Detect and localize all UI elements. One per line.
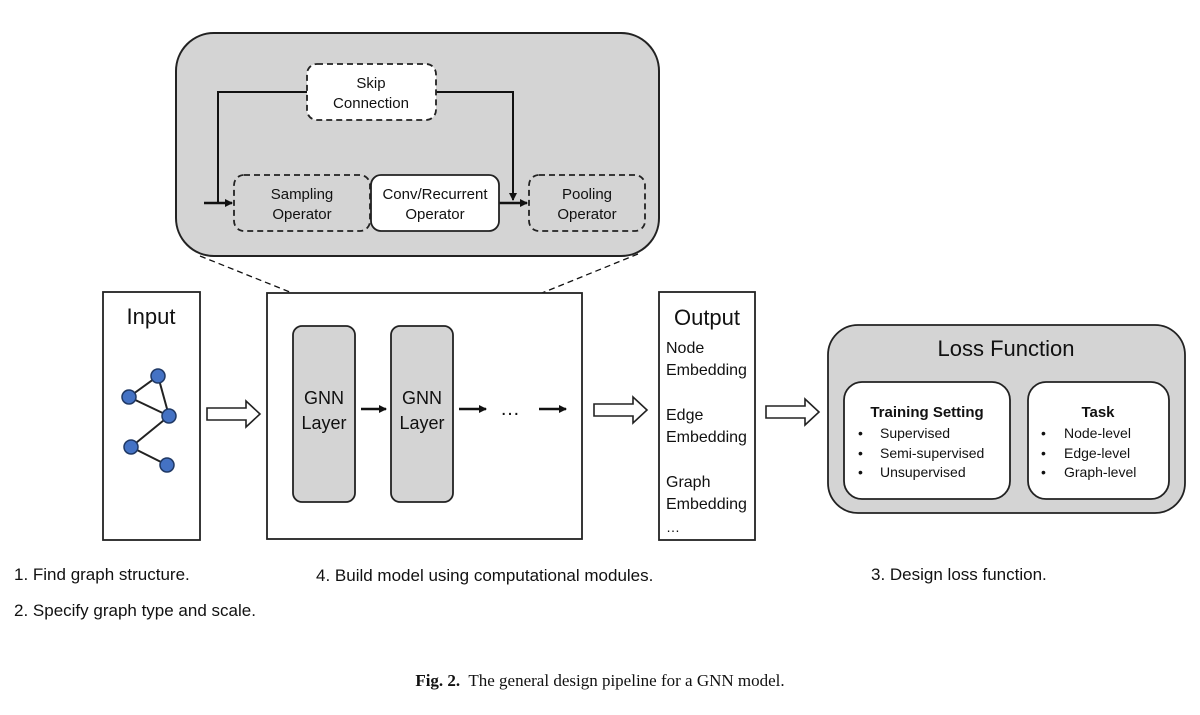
task-box: Task • Node-level • Edge-level • Graph-l… — [1027, 381, 1170, 500]
sampling-operator-label-1: Sampling — [271, 186, 334, 203]
loss-function-box: Loss Function Training Setting • Supervi… — [827, 324, 1186, 514]
model-box: GNN Layer GNN Layer … — [266, 292, 583, 540]
task-item: Node-level — [1064, 425, 1131, 441]
figure-caption-text: The general design pipeline for a GNN mo… — [468, 671, 785, 690]
bullet: • — [1041, 464, 1046, 480]
graph-node — [161, 408, 177, 424]
training-setting-item: Semi-supervised — [880, 445, 984, 461]
skip-connection-path-left — [217, 91, 307, 202]
bullet: • — [858, 445, 863, 461]
module-panel: Skip Connection Sampling Operator Conv/R… — [175, 32, 660, 257]
conv-recurrent-operator-box: Conv/Recurrent Operator — [370, 174, 500, 232]
figure-label: Fig. 2. — [415, 671, 461, 690]
hollow-arrow-input-to-model — [206, 399, 262, 429]
bullet: • — [858, 425, 863, 441]
input-graph-icon — [121, 368, 177, 473]
graph-node — [123, 439, 139, 455]
gnn-layer-1-label-1: GNN — [304, 388, 344, 408]
graph-node — [159, 457, 175, 473]
gnn-layer-1-label-2: Layer — [301, 413, 346, 433]
output-title: Output — [674, 305, 740, 330]
conv-operator-label-2: Operator — [405, 206, 464, 223]
training-setting-item: Unsupervised — [880, 464, 966, 480]
gnn-layer-2: GNN Layer — [390, 325, 454, 503]
pooling-operator-label-1: Pooling — [562, 186, 612, 203]
output-item: Graph — [666, 474, 710, 491]
gnn-layer-2-label-1: GNN — [402, 388, 442, 408]
skip-connection-box: Skip Connection — [306, 63, 437, 121]
sampling-operator-label-2: Operator — [272, 206, 331, 223]
input-box: Input — [102, 291, 201, 541]
graph-node — [121, 389, 137, 405]
gnn-layer-2-label-2: Layer — [399, 413, 444, 433]
output-box: Output Node Embedding Edge Embedding Gra… — [658, 291, 756, 541]
training-setting-title: Training Setting — [870, 404, 983, 421]
hollow-arrow-output-to-loss — [765, 397, 821, 427]
step-3-caption: 3. Design loss function. — [871, 565, 1047, 584]
layer-ellipsis: … — [500, 398, 520, 420]
output-item: Embedding — [666, 496, 747, 513]
step-4-caption: 4. Build model using computational modul… — [316, 566, 654, 585]
output-item: Embedding — [666, 429, 747, 446]
training-setting-box: Training Setting • Supervised • Semi-sup… — [843, 381, 1011, 500]
task-item: Edge-level — [1064, 445, 1130, 461]
graph-node — [150, 368, 166, 384]
output-item: Node — [666, 340, 704, 357]
skip-connection-label-1: Skip — [356, 75, 385, 92]
output-item: Edge — [666, 407, 703, 424]
loss-function-title: Loss Function — [938, 336, 1075, 361]
conv-operator-label-1: Conv/Recurrent — [382, 186, 488, 203]
step-1-caption: 1. Find graph structure. — [14, 565, 190, 584]
sampling-operator-box: Sampling Operator — [233, 174, 371, 232]
hollow-arrow-model-to-output — [593, 395, 649, 425]
bullet: • — [1041, 445, 1046, 461]
gnn-layer-1: GNN Layer — [292, 325, 356, 503]
output-item: Embedding — [666, 362, 747, 379]
zoom-line-right — [450, 253, 639, 331]
bullet: • — [858, 464, 863, 480]
pooling-operator-label-2: Operator — [557, 206, 616, 223]
task-title: Task — [1081, 404, 1115, 421]
training-setting-item: Supervised — [880, 425, 950, 441]
pooling-operator-box: Pooling Operator — [528, 174, 646, 232]
step-2-caption: 2. Specify graph type and scale. — [14, 601, 256, 620]
skip-connection-label-2: Connection — [333, 95, 409, 112]
task-item: Graph-level — [1064, 464, 1136, 480]
figure-caption: Fig. 2. The general design pipeline for … — [0, 671, 1200, 691]
bullet: • — [1041, 425, 1046, 441]
skip-connection-path-right — [436, 91, 517, 201]
input-title: Input — [127, 304, 176, 329]
output-item: … — [666, 519, 680, 535]
